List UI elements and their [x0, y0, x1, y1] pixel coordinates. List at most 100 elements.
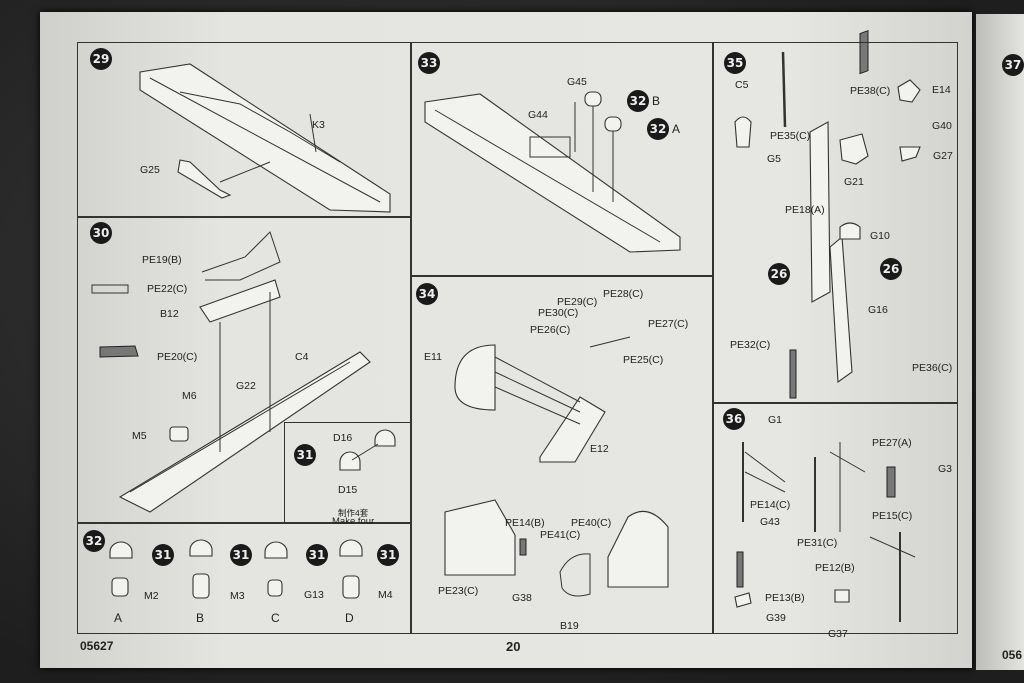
label-g38: G38 — [512, 592, 532, 604]
label-pe25: PE25(C) — [623, 354, 664, 366]
label-pe22: PE22(C) — [147, 283, 188, 295]
label-g44: G44 — [528, 109, 548, 121]
assembly-line-art — [91, 29, 921, 622]
label-m5: M5 — [132, 430, 147, 442]
note-cn: 制作4套 — [338, 508, 369, 518]
step-29-number: 29 — [90, 48, 112, 70]
label-b12: B12 — [160, 308, 179, 320]
panel-step-35 — [712, 42, 958, 404]
step-36-number: 36 — [723, 408, 745, 430]
label-pe32: PE32(C) — [730, 339, 771, 351]
step31-drawing — [339, 429, 396, 471]
label-g40: G40 — [932, 120, 952, 132]
label-pe14b: PE14(B) — [505, 517, 545, 529]
label-pe40: PE40(C) — [571, 517, 612, 529]
step-26-ref-right: 26 — [880, 258, 902, 280]
label-g10: G10 — [870, 230, 890, 242]
label-pe27: PE27(C) — [648, 318, 689, 330]
label-g43: G43 — [760, 516, 780, 528]
label-pe14c: PE14(C) — [750, 499, 791, 511]
instruction-page: 29 K3 G25 33 G45 G44 32 B 32 A 35 C5 PE3… — [40, 12, 972, 668]
variant-b-letter: B — [196, 611, 205, 625]
label-g25: G25 — [140, 164, 160, 176]
step-32c-ref-31: 31 — [306, 544, 328, 566]
step-32b-ref-31: 31 — [230, 544, 252, 566]
label-pe20: PE20(C) — [157, 351, 198, 363]
label-g21: G21 — [844, 176, 864, 188]
panel-step-34 — [410, 275, 714, 634]
label-pe35: PE35(C) — [770, 130, 811, 142]
label-pe23: PE23(C) — [438, 585, 479, 597]
label-g37: G37 — [828, 628, 848, 640]
step-26-ref-left: 26 — [768, 263, 790, 285]
panel-step-32 — [77, 522, 412, 634]
note-make-four: Make four — [332, 516, 375, 527]
label-g39: G39 — [766, 612, 786, 624]
label-k3: K3 — [312, 119, 325, 131]
page-number: 20 — [506, 639, 521, 654]
variant-d-letter: D — [345, 611, 354, 625]
label-pe28: PE28(C) — [603, 288, 644, 300]
step32-drawing — [109, 539, 363, 599]
label-pe36: PE36(C) — [912, 362, 953, 374]
label-pe15: PE15(C) — [872, 510, 913, 522]
label-ref-a: A — [672, 122, 681, 136]
label-pe26: PE26(C) — [530, 324, 571, 336]
label-pe13: PE13(B) — [765, 592, 805, 604]
step-32-number: 32 — [83, 530, 105, 552]
kit-code-partial: 056 — [1002, 648, 1023, 662]
step-30-number: 30 — [90, 222, 112, 244]
label-pe41: PE41(C) — [540, 529, 581, 541]
label-e11: E11 — [424, 351, 442, 363]
label-pe27a: PE27(A) — [872, 437, 912, 449]
label-pe30: PE30(C) — [538, 307, 579, 319]
panel-step-36 — [712, 402, 958, 634]
label-d16: D16 — [333, 432, 353, 444]
label-c4: C4 — [295, 351, 309, 363]
kit-code: 05627 — [80, 639, 114, 653]
label-b19: B19 — [560, 620, 579, 632]
label-g13: G13 — [304, 589, 324, 601]
label-g45: G45 — [567, 76, 587, 88]
variant-c-letter: C — [271, 611, 280, 625]
step-32a-ref-31: 31 — [152, 544, 174, 566]
label-ref-b: B — [652, 94, 661, 108]
label-pe31: PE31(C) — [797, 537, 838, 549]
label-c5: C5 — [735, 79, 749, 91]
label-g5: G5 — [767, 153, 782, 165]
variant-a-letter: A — [114, 611, 123, 625]
label-g27: G27 — [933, 150, 953, 162]
label-g3: G3 — [938, 463, 953, 475]
label-e14: E14 — [932, 84, 951, 96]
step29-drawing — [139, 63, 391, 213]
label-d15: D15 — [338, 484, 358, 496]
step-34-number: 34 — [416, 283, 438, 305]
label-pe19: PE19(B) — [142, 254, 182, 266]
step-35-number: 35 — [724, 52, 746, 74]
step-32d-ref-31: 31 — [377, 544, 399, 566]
step-31-number: 31 — [294, 444, 316, 466]
label-g22: G22 — [236, 380, 256, 392]
panel-step-29 — [77, 42, 412, 218]
step-32a-ref: 32 — [647, 118, 669, 140]
label-e12: E12 — [590, 443, 609, 455]
step30-drawing — [91, 231, 371, 513]
panel-step-33 — [410, 42, 714, 277]
step33-drawing — [424, 91, 681, 253]
label-g1: G1 — [768, 414, 783, 426]
step-37-partial: 37 — [1002, 54, 1024, 76]
label-m2: M2 — [144, 590, 159, 602]
next-page-edge: 37 056 — [976, 14, 1024, 670]
label-m3: M3 — [230, 590, 245, 602]
panel-step-31 — [284, 422, 412, 524]
step34-drawing — [444, 336, 669, 597]
step35-drawing — [734, 29, 921, 399]
label-m6: M6 — [182, 390, 197, 402]
label-m4: M4 — [378, 589, 393, 601]
label-pe38: PE38(C) — [850, 85, 891, 97]
label-pe18: PE18(A) — [785, 204, 825, 216]
step36-drawing — [734, 442, 916, 622]
step-33-number: 33 — [418, 52, 440, 74]
panel-step-30 — [77, 216, 412, 524]
